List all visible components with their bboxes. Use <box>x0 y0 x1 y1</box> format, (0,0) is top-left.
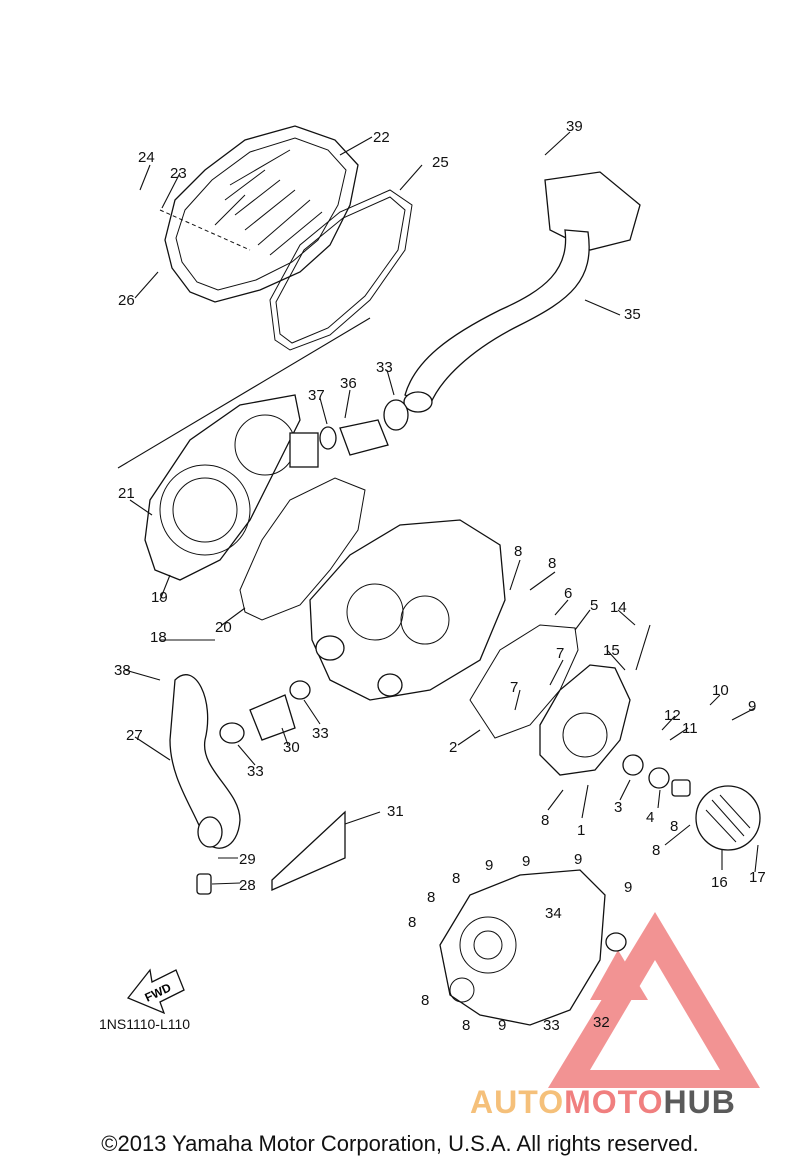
callout-24: 25 <box>432 154 449 171</box>
diagram-id-code: 1NS1110-L110 <box>99 1016 191 1032</box>
callout-9: 9 <box>748 698 756 715</box>
callout-34: 38 <box>114 662 131 679</box>
callout-3: 4 <box>646 809 654 826</box>
cover-inset <box>439 869 627 1026</box>
callout-inset-8h: 32 <box>593 1014 610 1031</box>
crankcase-gasket <box>469 624 579 739</box>
fwd-arrow-icon: FWD <box>126 968 185 1015</box>
collar <box>671 779 691 797</box>
inner-cover <box>144 394 319 581</box>
callout-inset-8a: 8 <box>452 870 460 887</box>
callout-20: 21 <box>118 485 135 502</box>
bearing <box>622 754 644 776</box>
clamp-left <box>219 722 245 744</box>
callout-33c: 33 <box>312 725 329 742</box>
callout-numbers: 39 35 22 25 24 23 26 21 19 18 20 36 37 3… <box>114 118 766 1034</box>
callout-2: 3 <box>614 799 622 816</box>
callout-37: 8 <box>548 555 556 572</box>
label-plate <box>271 810 346 891</box>
brand-hub: HUB <box>663 1084 736 1120</box>
callout-inset-8d: 8 <box>421 992 429 1009</box>
callout-inset-8g: 33 <box>543 1017 560 1034</box>
watermark-brand: AUTOMOTOHUB <box>470 1084 736 1121</box>
clutch-cover-outer <box>159 125 359 303</box>
callout-10: 10 <box>712 682 729 699</box>
callout-14: 15 <box>603 642 620 659</box>
copyright-notice: ©2013 Yamaha Motor Corporation, U.S.A. A… <box>101 1131 699 1156</box>
callout-27: 28 <box>239 877 256 894</box>
callout-33a: 37 <box>308 387 325 404</box>
callout-29: 30 <box>283 739 300 756</box>
callout-38: 8 <box>652 842 660 859</box>
callout-inset-8e: 8 <box>462 1017 470 1034</box>
callout-5: 6 <box>564 585 572 602</box>
air-duct <box>403 171 641 413</box>
callout-6: 2 <box>449 739 457 756</box>
automotohub-logo <box>548 912 760 1088</box>
callout-33d: 33 <box>247 763 264 780</box>
callout-inset-8f: 9 <box>498 1017 506 1034</box>
callout-1: 1 <box>577 822 585 839</box>
callout-18: 19 <box>151 589 168 606</box>
callout-4: 5 <box>590 597 598 614</box>
callout-23: 24 <box>138 149 155 166</box>
callout-inset-9e: 34 <box>545 905 562 922</box>
clutch-cover-gasket <box>269 189 413 351</box>
callout-36: 8 <box>514 543 522 560</box>
callout-inset-9b: 9 <box>522 853 530 870</box>
joint-29 <box>249 694 296 741</box>
duct-joint <box>319 399 409 456</box>
crankcase <box>309 519 506 701</box>
callout-11: 11 <box>682 720 698 737</box>
callout-7b: 7 <box>510 679 518 696</box>
callout-16: 17 <box>749 869 766 886</box>
callout-26: 27 <box>126 727 143 744</box>
drain-pipe <box>196 873 212 895</box>
callout-35: 39 <box>566 118 583 135</box>
inner-cover-gasket <box>239 477 366 621</box>
callout-32: 36 <box>340 375 357 392</box>
callout-inset-9c: 9 <box>574 851 582 868</box>
brand-moto: MOTO <box>564 1084 664 1120</box>
callout-33b: 33 <box>376 359 393 376</box>
callout-inset-9a: 9 <box>485 857 493 874</box>
callout-31: 35 <box>624 306 641 323</box>
cover-15 <box>695 785 761 851</box>
callout-30: 31 <box>387 803 404 820</box>
callout-21: 22 <box>373 129 390 146</box>
callout-12: 12 <box>664 707 681 724</box>
callout-17: 18 <box>150 629 167 646</box>
callout-15: 16 <box>711 874 728 891</box>
oil-seal <box>648 767 670 789</box>
brand-auto: AUTO <box>470 1084 565 1120</box>
clamp-right <box>289 680 311 700</box>
callout-13: 14 <box>610 599 627 616</box>
callout-19: 20 <box>215 619 232 636</box>
callout-7a: 7 <box>556 645 564 662</box>
lower-duct <box>169 674 241 849</box>
callout-25: 26 <box>118 292 135 309</box>
callout-inset-8c: 8 <box>408 914 416 931</box>
callout-inset-9d: 9 <box>624 879 632 896</box>
callout-28: 29 <box>239 851 256 868</box>
leader-lines <box>124 131 759 885</box>
crankcase-cover <box>539 664 631 776</box>
callout-8: 8 <box>541 812 549 829</box>
callout-inset-8b: 8 <box>427 889 435 906</box>
callout-22: 23 <box>170 165 187 182</box>
callout-39: 8 <box>670 818 678 835</box>
dipstick <box>635 624 651 671</box>
